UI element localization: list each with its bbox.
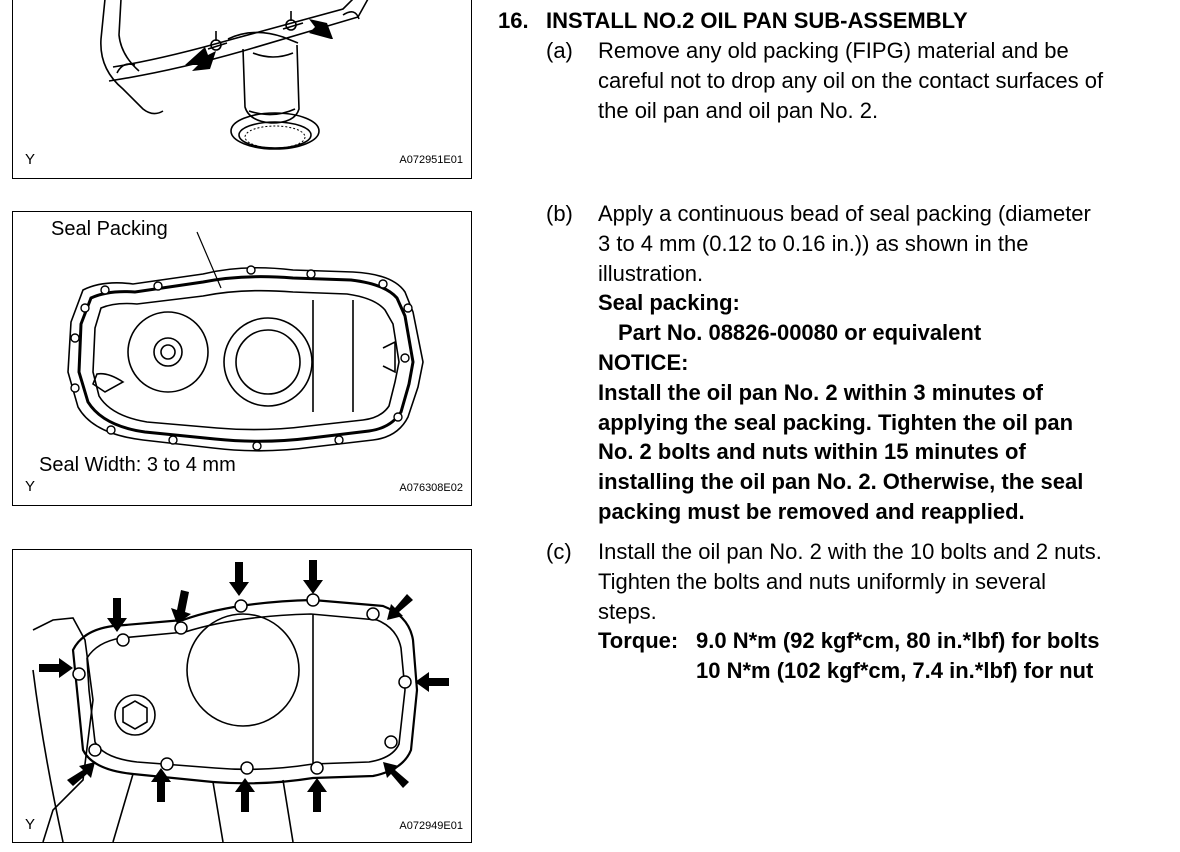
figure-corner-mark: Y <box>25 478 36 495</box>
step-text-line: the oil pan and oil pan No. 2. <box>598 97 879 123</box>
step-marker: (b) <box>546 201 573 226</box>
arrow-icon <box>235 778 255 812</box>
section-number: 16. <box>498 8 529 33</box>
arrow-icon <box>151 768 171 802</box>
section-heading: 16. INSTALL NO.2 OIL PAN SUB-ASSEMBLY <box>498 8 968 34</box>
arrow-icon <box>415 672 449 692</box>
section-title: INSTALL NO.2 OIL PAN SUB-ASSEMBLY <box>546 8 968 33</box>
notice-line: installing the oil pan No. 2. Otherwise,… <box>598 469 1084 495</box>
step-marker: (a) <box>546 38 573 63</box>
torque-value-bolts: 9.0 N*m (92 kgf*cm, 80 in.*lbf) for bolt… <box>696 628 1100 654</box>
notice-line: Install the oil pan No. 2 within 3 minut… <box>598 379 1043 405</box>
figure-corner-mark: Y <box>25 151 36 168</box>
part-number: Part No. 08826-00080 or equivalent <box>618 320 982 346</box>
figure-code: A072949E01 <box>399 820 463 832</box>
figure-seal-packing: Seal Packing Seal Width: 3 to 4 mm Y A07… <box>12 211 472 506</box>
arrow-icon <box>307 778 327 812</box>
arrow-icon <box>229 562 249 596</box>
arrow-icon <box>387 594 413 620</box>
notice-line: applying the seal packing. Tighten the o… <box>598 409 1074 435</box>
figure-code: A076308E02 <box>399 482 463 494</box>
arrow-icon <box>67 762 95 786</box>
arrow-icon <box>185 47 216 71</box>
bolt-locations-illustration <box>32 560 449 842</box>
step-a: (a) Remove any old packing (FIPG) materi… <box>546 36 1176 125</box>
step-text-line: Apply a continuous bead of seal packing … <box>598 201 1091 226</box>
seal-packing-label: Seal Packing <box>51 218 168 240</box>
seal-packing-illustration <box>67 231 424 452</box>
arrow-markers <box>185 19 333 71</box>
seal-width-label: Seal Width: 3 to 4 mm <box>39 454 236 476</box>
step-b: (b) Apply a continuous bead of seal pack… <box>546 199 1176 527</box>
step-text-line: Install the oil pan No. 2 with the 10 bo… <box>598 539 1102 564</box>
arrow-icon <box>303 560 323 594</box>
notice-line: packing must be removed and reapplied. <box>598 498 1025 524</box>
arrow-markers <box>39 560 449 812</box>
seal-packing-heading: Seal packing: <box>598 290 740 316</box>
arrow-icon <box>309 19 333 39</box>
torque-spec: Torque: 9.0 N*m (92 kgf*cm, 80 in.*lbf) … <box>598 626 1176 686</box>
figure-bolt-locations: Y A072949E01 <box>12 549 472 843</box>
arrow-icon <box>107 598 127 632</box>
step-text-line: steps. <box>598 598 657 624</box>
arrow-icon <box>39 658 73 678</box>
step-text-line: illustration. <box>598 260 704 286</box>
step-text-line: careful not to drop any oil on the conta… <box>598 67 1104 93</box>
step-marker: (c) <box>546 539 572 564</box>
notice-line: No. 2 bolts and nuts within 15 minutes o… <box>598 439 1026 465</box>
step-text-line: Tighten the bolts and nuts uniformly in … <box>598 568 1046 594</box>
torque-value-nut: 10 N*m (102 kgf*cm, 7.4 in.*lbf) for nut <box>696 658 1094 684</box>
step-text-line: 3 to 4 mm (0.12 to 0.16 in.)) as shown i… <box>598 230 1029 256</box>
oil-strainer-illustration <box>100 0 369 150</box>
figure-corner-mark: Y <box>25 816 36 833</box>
step-c: (c) Install the oil pan No. 2 with the 1… <box>546 537 1176 686</box>
arrow-icon <box>171 590 191 624</box>
arrow-icon <box>383 762 409 788</box>
bolt-heads <box>72 593 412 775</box>
figure-oil-strainer: Y A072951E01 <box>12 0 472 179</box>
figure-code: A072951E01 <box>399 154 463 166</box>
step-text-line: Remove any old packing (FIPG) material a… <box>598 38 1069 63</box>
torque-label: Torque: <box>598 628 679 654</box>
notice-heading: NOTICE: <box>598 349 689 375</box>
bolt-holes <box>70 265 413 451</box>
